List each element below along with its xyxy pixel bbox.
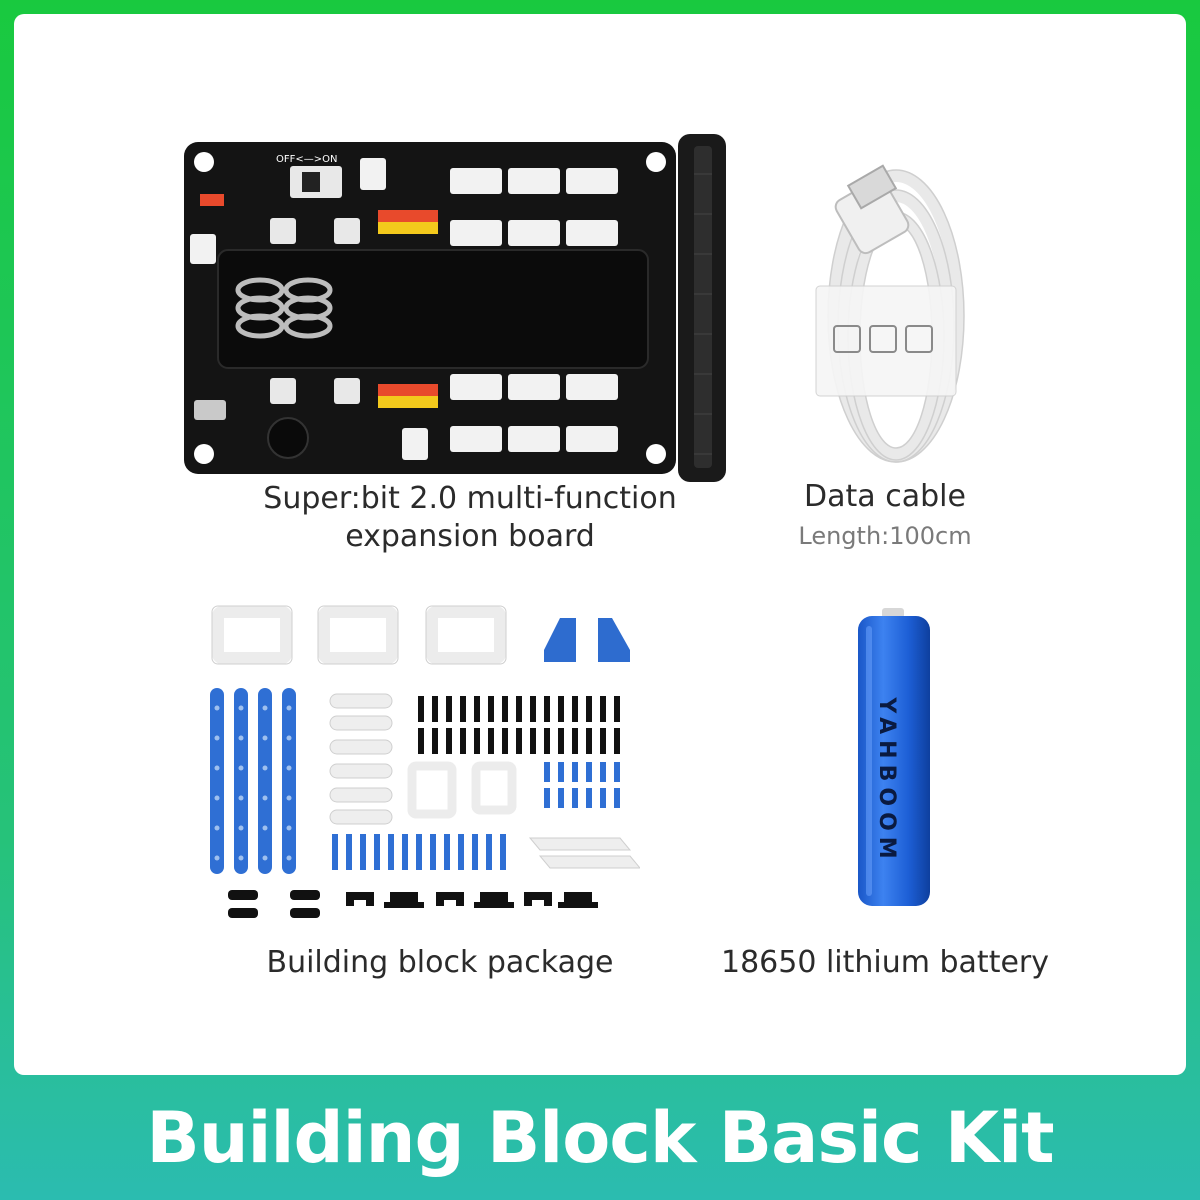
- cable-length: Length:100cm: [798, 522, 972, 550]
- bottom-banner: Building Block Basic Kit: [0, 1075, 1200, 1200]
- product-card: OFF<—>ON Super:bit 2.0 multi-function ex…: [14, 14, 1186, 1075]
- board-switch-label: OFF<—>ON: [276, 154, 337, 165]
- data-cable-image: [815, 164, 965, 463]
- board-caption: Super:bit 2.0 multi-function expansion b…: [200, 480, 740, 556]
- battery-caption: 18650 lithium battery: [720, 945, 1050, 980]
- cable-caption: Data cable: [804, 479, 966, 514]
- expansion-board-image: OFF<—>ON: [184, 142, 676, 474]
- edge-connector-image: [678, 134, 726, 482]
- lithium-battery-image: [858, 608, 930, 906]
- banner-title: Building Block Basic Kit: [146, 1096, 1054, 1179]
- board-caption-line2: expansion board: [345, 519, 595, 554]
- battery-brand: YAHBOOM: [874, 697, 900, 865]
- blocks-caption: Building block package: [266, 945, 614, 980]
- building-blocks-image: [210, 605, 640, 918]
- board-caption-line1: Super:bit 2.0 multi-function: [263, 481, 677, 516]
